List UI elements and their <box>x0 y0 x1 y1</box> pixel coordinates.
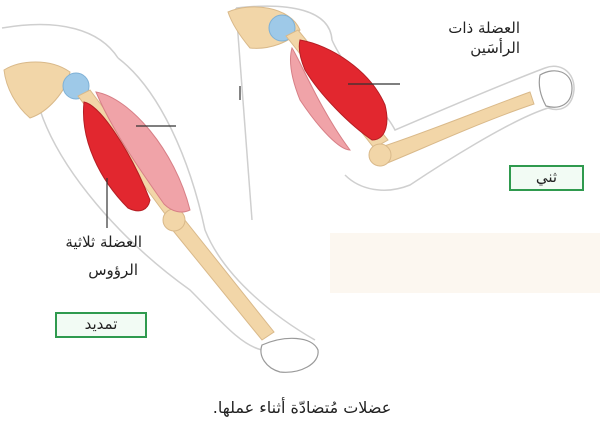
flexed-elbow-joint <box>369 144 391 166</box>
flexion-state-box: ثني <box>509 165 584 191</box>
biceps-label-line1: العضلة ذات <box>448 18 520 38</box>
extended-arm <box>2 25 318 373</box>
figure-caption: عضلات مُتضادّة أثناء عملها. <box>0 398 604 417</box>
extended-shoulder-bone <box>4 62 70 118</box>
triceps-label-line2: الرؤوس <box>65 260 138 280</box>
extended-fist <box>261 338 318 372</box>
background-smudge <box>330 233 600 293</box>
flexed-fist <box>539 71 572 107</box>
triceps-label-line1: العضلة ثلاثية <box>65 232 142 252</box>
triceps-label: العضلة ثلاثية الرؤوس <box>65 232 142 280</box>
extended-body-outline <box>2 25 118 58</box>
biceps-label-line2: الرأسَين <box>448 38 520 58</box>
extension-state-box: تمديد <box>55 312 147 338</box>
biceps-label: العضلة ذات الرأسَين <box>448 18 520 58</box>
